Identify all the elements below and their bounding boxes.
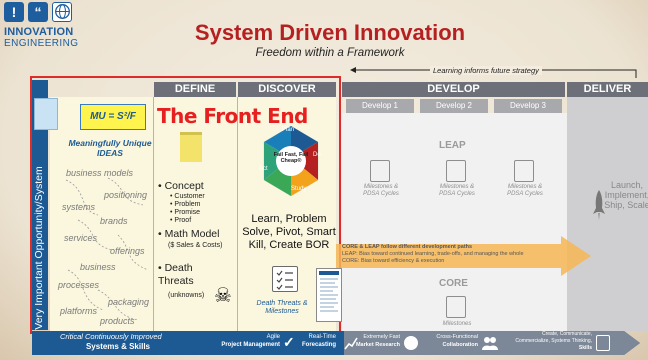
- stage-deliver: DELIVER: [567, 82, 648, 97]
- concept-label: • Concept: [158, 180, 204, 192]
- checklist-icon: [272, 266, 298, 292]
- concept-item: • Proof: [170, 217, 192, 224]
- stage-discover: DISCOVER: [238, 82, 336, 97]
- concept-item: • Problem: [170, 201, 201, 208]
- front-end-label: The Front End: [157, 104, 308, 128]
- quote-icon: “: [28, 2, 48, 22]
- idea-word: business models: [66, 168, 134, 178]
- idea-word: brands: [100, 216, 128, 226]
- research-line2: Market Research: [355, 342, 400, 348]
- checklist-icon: [370, 160, 390, 182]
- agile-line1: Agile: [266, 334, 280, 340]
- page-subtitle: Freedom within a Framework: [255, 47, 405, 59]
- people-icon: [482, 336, 498, 350]
- death-threats-label: • Death Threats: [158, 262, 194, 287]
- page-title: System Driven Innovation: [194, 20, 466, 45]
- innovation-engineering-logo: ! “ INNOVATION ENGINEERING: [4, 2, 78, 64]
- idea-word: services: [64, 233, 98, 243]
- develop-tab-3: Develop 3: [494, 99, 562, 113]
- checklist-icon: [514, 160, 534, 182]
- discover-actions: Learn, Problem Solve, Pivot, Smart Kill,…: [242, 213, 336, 251]
- research-chart-icon: [344, 336, 358, 350]
- cycle-step-study: Study: [291, 186, 307, 192]
- checkmark-icon: ✓: [283, 334, 295, 350]
- realtime-line2: Forecasting: [301, 342, 336, 348]
- cycle-step-do: Do: [313, 152, 321, 158]
- milestones-caption: Milestones & PDSA Cycles: [439, 184, 475, 197]
- collab-line1: Cross-Functional: [436, 334, 478, 340]
- network-icon: [404, 336, 418, 350]
- rocket-icon: [593, 190, 605, 220]
- idea-word: positioning: [104, 190, 148, 200]
- skills-line3: Skills: [578, 345, 592, 351]
- document-stack-icon: [34, 98, 58, 130]
- skills-line1: Create, Communicate,: [541, 331, 592, 337]
- death-threats-milestones-label: Death Threats & Milestones: [256, 300, 308, 315]
- agile-line2: Project Management: [221, 342, 280, 348]
- ideas-label: Meaningfully Unique IDEAS: [68, 138, 152, 158]
- concept-item: • Customer: [170, 193, 205, 200]
- idea-word: systems: [62, 202, 96, 212]
- bottom-left-line2: Systems & Skills: [85, 342, 150, 351]
- stage-define: DEFINE: [154, 82, 236, 97]
- learning-label: Learning informs future strategy: [430, 66, 542, 75]
- leap-core-arrow: [336, 236, 591, 276]
- develop-tab-2: Develop 2: [420, 99, 488, 113]
- idea-word: products: [100, 316, 135, 326]
- checklist-icon: [446, 160, 466, 182]
- milestones-caption: Milestones & PDSA Cycles: [363, 184, 399, 197]
- globe-icon: [52, 2, 72, 22]
- develop-tab-1: Develop 1: [346, 99, 414, 113]
- idea-word: business: [80, 262, 116, 272]
- collab-line2: Collaboration: [442, 342, 478, 348]
- cycle-center-label: Fail Fast, Fail Cheap®: [273, 152, 309, 164]
- leap-title: LEAP: [439, 140, 466, 151]
- presentation-icon: [596, 335, 610, 351]
- deliver-area: [567, 97, 648, 331]
- concept-item: • Promise: [170, 209, 201, 216]
- arrow-line: CORE: Bias toward efficiency & execution: [342, 258, 445, 264]
- opportunity-sidebar: [32, 80, 48, 330]
- define-divider: [153, 97, 154, 331]
- realtime-line1: Real-Time: [308, 334, 336, 340]
- math-model-note: ($ Sales & Costs): [168, 242, 223, 249]
- idea-word: offerings: [110, 246, 145, 256]
- milestones-caption: Milestones & PDSA Cycles: [507, 184, 543, 197]
- logo-line2: ENGINEERING: [4, 38, 79, 49]
- cycle-step-act: Act: [259, 166, 268, 172]
- research-line1: Extremely Fast: [363, 334, 400, 340]
- notepad-icon: [180, 132, 202, 162]
- arrow-line: CORE & LEAP follow different development…: [342, 244, 473, 250]
- core-title: CORE: [439, 278, 468, 289]
- exclamation-icon: !: [4, 2, 24, 22]
- death-threats-note: (unknowns): [168, 292, 205, 299]
- deliver-text: Launch, Implement, Ship, Scale: [604, 180, 648, 210]
- math-model-label: • Math Model: [158, 228, 220, 240]
- report-document-icon: [316, 268, 342, 322]
- cycle-step-plan: Plan: [282, 127, 295, 133]
- skull-crossbones-icon: ☠: [214, 285, 232, 307]
- pdsa-cycle-diagram: [263, 125, 319, 197]
- idea-word: processes: [58, 280, 100, 290]
- arrow-line: LEAP: Bias toward continued learning, tr…: [342, 251, 524, 257]
- bottom-left-line1: Critical Continuously Improved: [60, 332, 162, 341]
- ideas-scribble-lines: [65, 177, 149, 321]
- checklist-icon: [446, 296, 466, 318]
- idea-word: platforms: [60, 306, 98, 316]
- core-milestones-caption: Milestones: [442, 321, 472, 327]
- develop-area: [342, 113, 567, 331]
- stage-develop: DEVELOP: [342, 82, 565, 97]
- logo-line1: INNOVATION: [4, 26, 74, 38]
- discover-divider: [237, 97, 238, 331]
- skills-line2: Commercialize, Systems Thinking,: [515, 338, 592, 344]
- mu-formula: MU = S²/F: [80, 104, 146, 130]
- idea-word: packaging: [108, 297, 150, 307]
